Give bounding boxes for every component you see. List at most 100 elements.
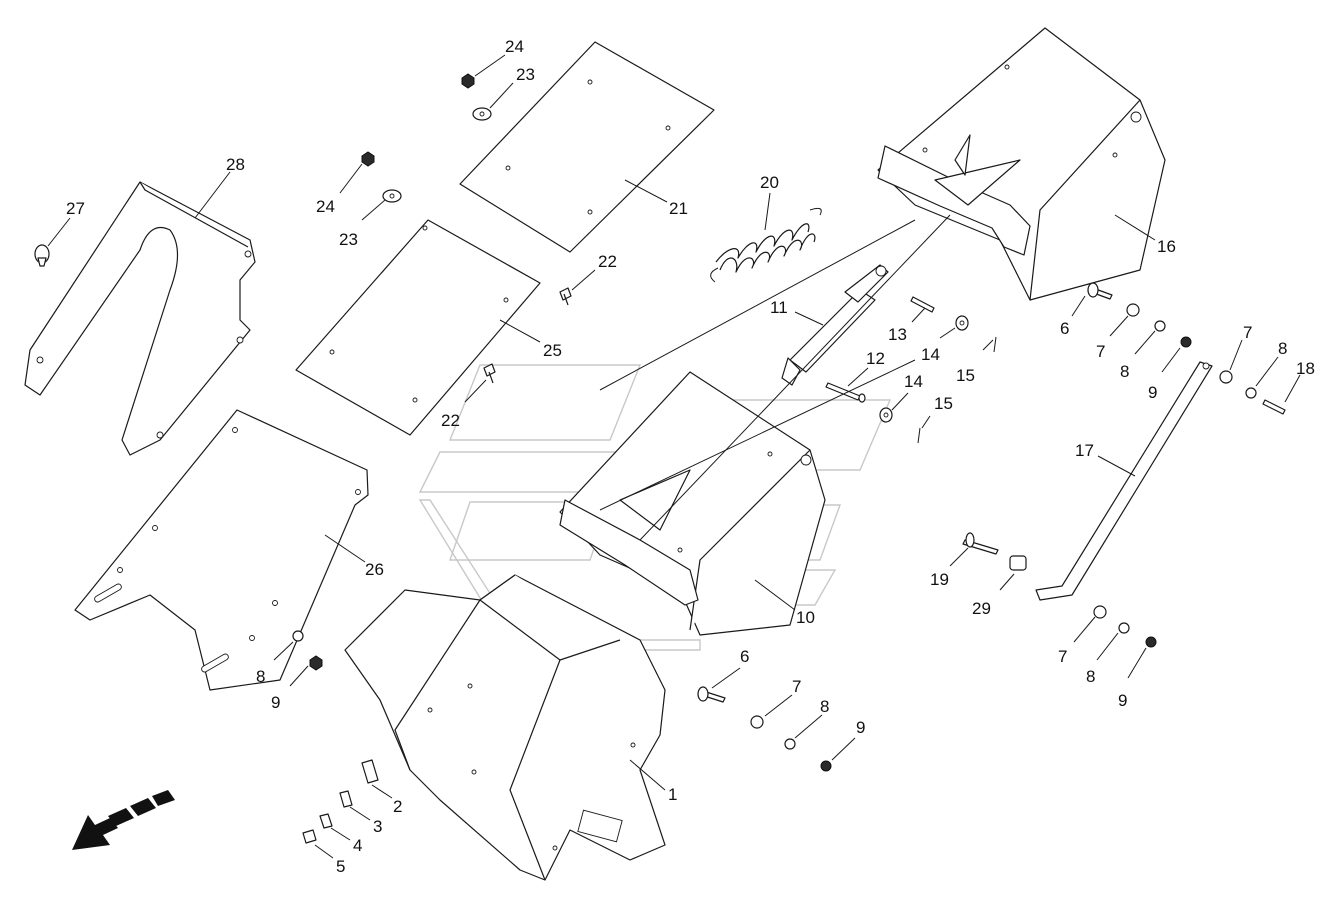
assembly-lines (599, 214, 951, 541)
callout-10: 10 (754, 579, 815, 627)
callout-label: 8 (256, 667, 265, 686)
callout-label: 12 (866, 349, 885, 368)
pins-12-13-14-15 (825, 296, 997, 444)
callout-label: 14 (921, 345, 940, 364)
callout-layer: 1 2 3 4 5 6 6 7 7 7 7 8 8 8 8 8 9 9 9 9 … (47, 37, 1315, 876)
small-hardware (292, 282, 1286, 844)
callout-25: 25 (499, 319, 562, 360)
callout-23b: 23 (339, 199, 386, 249)
part-27-rivet (34, 244, 50, 267)
callout-24a: 24 (474, 37, 524, 77)
callout-8c: 8 (1086, 632, 1119, 686)
fasteners-22-23-24 (361, 73, 572, 384)
callout-8e: 8 (256, 641, 294, 686)
callout-label: 8 (1278, 339, 1287, 358)
callout-label: 7 (1243, 323, 1252, 342)
part-28-v-shield (24, 181, 256, 456)
callout-label: 29 (972, 599, 991, 618)
callout-3: 3 (349, 806, 382, 836)
callout-4: 4 (330, 827, 362, 855)
callout-9a: 9 (1148, 347, 1181, 402)
part-17-link-bar (1035, 361, 1213, 601)
part-16-housing (877, 27, 1166, 301)
callout-23a: 23 (489, 65, 535, 109)
callout-27: 27 (47, 199, 85, 247)
callout-label: 25 (543, 341, 562, 360)
callout-7b: 7 (1229, 323, 1252, 371)
part-25-cover-plate (295, 219, 541, 436)
callout-1: 1 (629, 759, 677, 804)
callout-label: 2 (393, 797, 402, 816)
callout-label: 24 (316, 197, 335, 216)
callout-13: 13 (888, 307, 926, 344)
callout-7c: 7 (1058, 616, 1096, 666)
callout-9d: 9 (271, 665, 309, 712)
callout-label: 9 (1118, 691, 1127, 710)
callout-14b: 14 (891, 372, 923, 411)
callout-label: 18 (1296, 359, 1315, 378)
callout-label: 24 (505, 37, 524, 56)
callout-6b: 6 (711, 647, 749, 689)
part-11-cylinder (781, 264, 889, 386)
callout-label: 6 (740, 647, 749, 666)
callout-label: 13 (888, 325, 907, 344)
callout-26: 26 (324, 534, 384, 579)
callout-28: 28 (194, 155, 245, 219)
callout-label: 9 (856, 718, 865, 737)
callout-29: 29 (972, 573, 1015, 618)
part-20-spring (710, 207, 822, 283)
callout-label: 21 (669, 199, 688, 218)
callout-label: 22 (598, 252, 617, 271)
callout-label: 16 (1157, 237, 1176, 256)
callout-label: 23 (516, 65, 535, 84)
callout-20: 20 (760, 173, 779, 231)
callout-label: 8 (820, 697, 829, 716)
travel-direction-arrow (72, 790, 175, 850)
callout-label: 19 (930, 570, 949, 589)
callout-label: 17 (1075, 441, 1094, 460)
callout-7d: 7 (764, 677, 801, 717)
callout-7a: 7 (1096, 315, 1129, 361)
callout-label: 15 (956, 366, 975, 385)
callout-15a: 15 (956, 339, 994, 385)
callout-label: 7 (1058, 647, 1067, 666)
callout-label: 14 (904, 372, 923, 391)
callout-18: 18 (1284, 359, 1315, 403)
callout-label: 5 (336, 857, 345, 876)
callout-6a: 6 (1060, 295, 1086, 338)
callout-label: 20 (760, 173, 779, 192)
callout-label: 7 (1096, 342, 1105, 361)
callout-9b: 9 (1118, 647, 1147, 710)
callout-label: 23 (339, 230, 358, 249)
callout-8a: 8 (1120, 330, 1156, 381)
callout-11: 11 (770, 298, 824, 326)
callout-label: 1 (668, 785, 677, 804)
callout-21: 21 (624, 179, 688, 218)
callout-22a: 22 (571, 252, 617, 291)
callout-8b: 8 (1255, 339, 1287, 387)
part-21-cover-plate (459, 41, 715, 253)
callout-19: 19 (930, 547, 969, 589)
callout-label: 11 (770, 298, 788, 317)
callout-label: 26 (365, 560, 384, 579)
callout-17: 17 (1075, 441, 1136, 477)
callout-22b: 22 (441, 379, 487, 430)
callout-label: 3 (373, 817, 382, 836)
callout-16: 16 (1114, 214, 1176, 256)
part-10-housing (559, 371, 826, 636)
callout-label: 15 (934, 394, 953, 413)
callout-label: 22 (441, 411, 460, 430)
callout-8d: 8 (794, 697, 829, 739)
part-1-frame (344, 574, 666, 881)
callout-label: 6 (1060, 319, 1069, 338)
callout-15b: 15 (921, 394, 953, 429)
callout-label: 4 (353, 836, 362, 855)
callout-label: 9 (1148, 383, 1157, 402)
callout-12: 12 (847, 349, 885, 387)
callout-label: 9 (271, 693, 280, 712)
callout-14a: 14 (921, 327, 956, 364)
callout-2: 2 (371, 784, 402, 816)
callout-5: 5 (314, 844, 345, 876)
callout-label: 10 (796, 608, 815, 627)
